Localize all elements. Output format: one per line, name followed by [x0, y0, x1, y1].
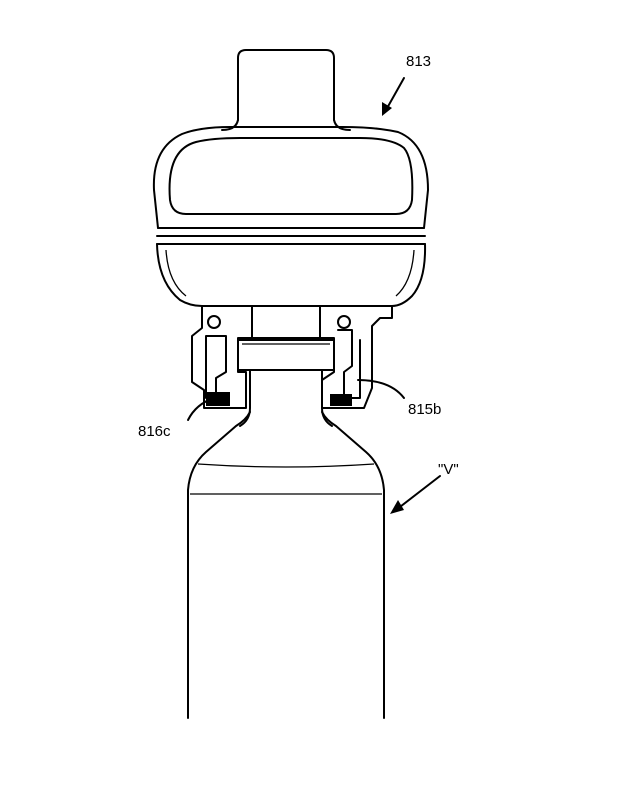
dome-band — [157, 228, 425, 244]
right-latch — [338, 330, 360, 398]
spout-flare — [222, 120, 350, 130]
leader-813 — [386, 78, 404, 110]
leader-815b — [358, 380, 404, 398]
label-V: "V" — [438, 461, 459, 478]
label-815b: 815b — [408, 401, 441, 418]
right-shadow — [330, 394, 352, 406]
dome-window — [170, 138, 413, 214]
vessel-body — [188, 412, 384, 718]
vessel-neck — [240, 370, 332, 426]
top-spout — [238, 50, 334, 120]
arrowhead-813 — [382, 102, 392, 116]
dome-side-shade — [166, 250, 414, 296]
label-816c: 816c — [138, 423, 171, 440]
right-pin — [338, 316, 350, 328]
label-813: 813 — [406, 53, 431, 70]
vessel-shoulder-line — [198, 464, 374, 467]
center-stem — [252, 306, 320, 340]
left-latch — [206, 336, 226, 398]
collar-ring — [238, 338, 334, 370]
arrowhead-V — [390, 500, 404, 514]
dome-lower-body — [157, 244, 425, 306]
leader-V — [396, 476, 440, 510]
left-pin — [208, 316, 220, 328]
